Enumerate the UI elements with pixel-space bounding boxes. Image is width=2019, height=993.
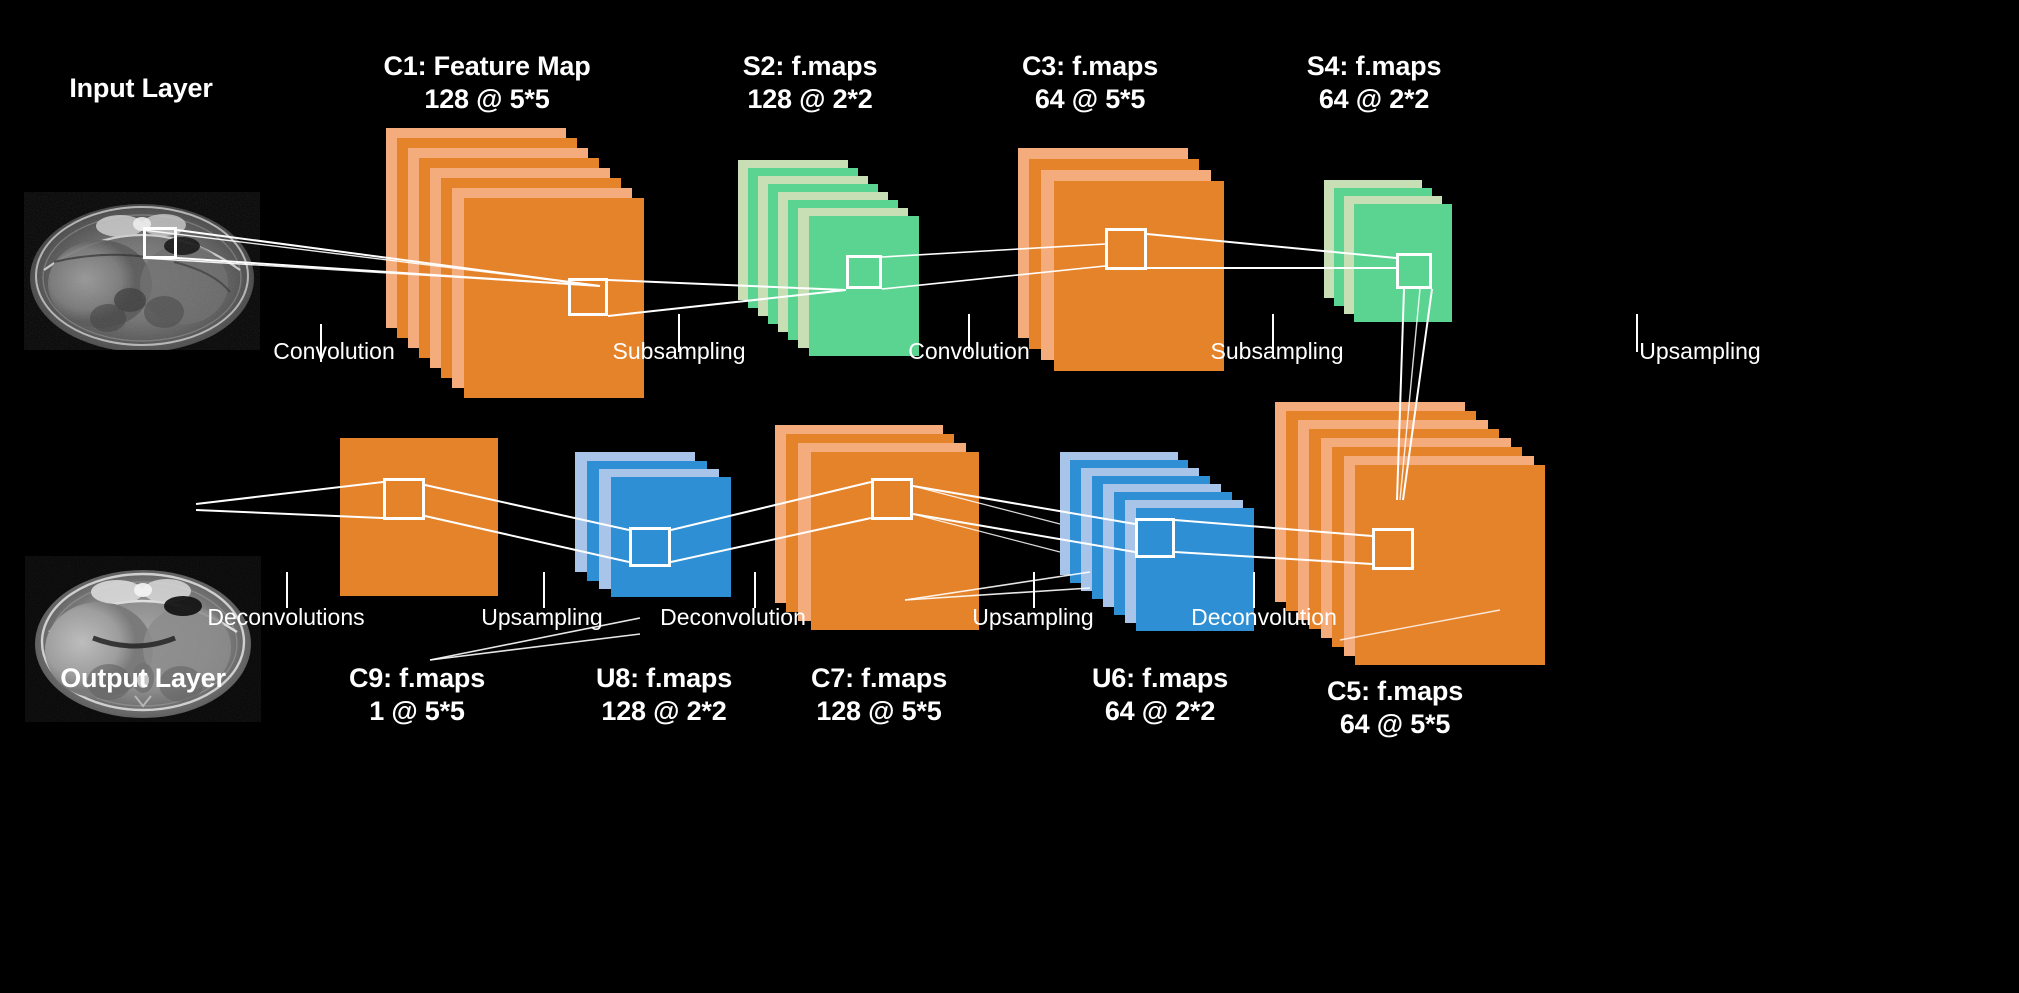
label-u8-spec: 128 @ 2*2	[601, 695, 727, 726]
layer-stack-s2	[738, 160, 919, 356]
op-label-deconvolution-2: Deconvolution	[1191, 604, 1337, 631]
c9-roi-box	[383, 478, 425, 520]
label-c7-spec: 128 @ 5*5	[816, 695, 942, 726]
input-layer-text: Input Layer	[69, 73, 213, 103]
op-label-subsampling-2: Subsampling	[1211, 338, 1344, 365]
label-c3-spec: 64 @ 5*5	[1034, 83, 1146, 114]
slab	[1054, 181, 1224, 371]
tick-mark	[543, 572, 545, 608]
op-text: Upsampling	[1639, 338, 1761, 364]
op-text: Deconvolution	[1191, 604, 1337, 630]
label-s4: S4: f.maps 64 @ 2*2	[1307, 50, 1442, 116]
tick-mark	[1033, 572, 1035, 608]
tick-mark	[968, 314, 970, 352]
label-c5: C5: f.maps 64 @ 5*5	[1327, 675, 1463, 741]
label-c7-title: C7: f.maps	[810, 663, 948, 693]
op-label-subsampling-1: Subsampling	[613, 338, 746, 365]
op-label-deconvolution-1: Deconvolution	[660, 604, 806, 631]
op-label-upsampling-top: Upsampling	[1639, 338, 1760, 365]
c7-roi-box	[871, 478, 913, 520]
input-mri-image	[24, 192, 260, 350]
input-layer-label: Input Layer	[69, 72, 213, 105]
tick-mark	[754, 572, 756, 608]
label-s2-title: S2: f.maps	[742, 51, 878, 81]
c5-roi-box	[1372, 528, 1414, 570]
tick-mark	[320, 324, 322, 362]
op-label-upsampling-1: Upsampling	[481, 604, 602, 631]
output-layer-text: Output Layer	[60, 663, 226, 693]
op-text: Convolution	[908, 338, 1030, 364]
op-text: Upsampling	[481, 604, 603, 630]
input-mri-render	[24, 192, 260, 350]
u8-roi-box	[629, 527, 671, 567]
label-c9: C9: f.maps 1 @ 5*5	[349, 662, 485, 728]
op-text: Convolution	[273, 338, 395, 364]
op-label-convolution-1: Convolution	[273, 338, 394, 365]
label-s2-spec: 128 @ 2*2	[747, 83, 873, 114]
op-label-deconvolutions: Deconvolutions	[207, 604, 364, 631]
label-u8-title: U8: f.maps	[595, 663, 733, 693]
s2-roi-box	[846, 255, 882, 289]
label-c9-spec: 1 @ 5*5	[369, 695, 465, 726]
op-text: Subsampling	[612, 338, 746, 364]
label-s2: S2: f.maps 128 @ 2*2	[743, 50, 878, 116]
label-c3-title: C3: f.maps	[1021, 51, 1159, 81]
tick-mark	[1272, 314, 1274, 352]
layer-stack-c5	[1275, 402, 1545, 665]
layer-stack-c1	[386, 128, 644, 398]
label-s4-title: S4: f.maps	[1306, 51, 1442, 81]
c1-roi-box	[568, 278, 608, 316]
op-label-convolution-2: Convolution	[908, 338, 1029, 365]
label-c7: C7: f.maps 128 @ 5*5	[811, 662, 947, 728]
tick-mark	[678, 314, 680, 352]
label-u8: U8: f.maps 128 @ 2*2	[596, 662, 732, 728]
label-c1: C1: Feature Map 128 @ 5*5	[383, 50, 590, 116]
label-c5-spec: 64 @ 5*5	[1339, 708, 1451, 739]
op-label-upsampling-2: Upsampling	[972, 604, 1093, 631]
output-mri-image	[25, 556, 261, 722]
label-c3: C3: f.maps 64 @ 5*5	[1022, 50, 1158, 116]
op-text: Deconvolution	[660, 604, 806, 630]
output-layer-label: Output Layer	[60, 662, 226, 695]
tick-mark	[286, 572, 288, 608]
op-text: Upsampling	[972, 604, 1094, 630]
label-c1-spec: 128 @ 5*5	[424, 83, 550, 114]
label-c5-title: C5: f.maps	[1326, 676, 1464, 706]
u6-roi-box	[1135, 518, 1175, 558]
op-text: Deconvolutions	[207, 604, 365, 630]
label-u6-title: U6: f.maps	[1091, 663, 1229, 693]
output-mri-render	[25, 556, 261, 722]
label-u6-spec: 64 @ 2*2	[1104, 695, 1216, 726]
tick-mark	[1253, 572, 1255, 608]
label-c1-title: C1: Feature Map	[383, 51, 591, 81]
slab	[464, 198, 644, 398]
tick-mark	[1636, 314, 1638, 352]
c3-roi-box	[1105, 228, 1147, 270]
label-c9-title: C9: f.maps	[348, 663, 486, 693]
op-text: Subsampling	[1210, 338, 1344, 364]
s4-roi-box	[1396, 253, 1432, 289]
label-s4-spec: 64 @ 2*2	[1318, 83, 1430, 114]
label-u6: U6: f.maps 64 @ 2*2	[1092, 662, 1228, 728]
layer-stack-s4	[1324, 180, 1456, 326]
input-roi-box	[143, 227, 177, 259]
layer-stack-u8	[575, 452, 731, 597]
